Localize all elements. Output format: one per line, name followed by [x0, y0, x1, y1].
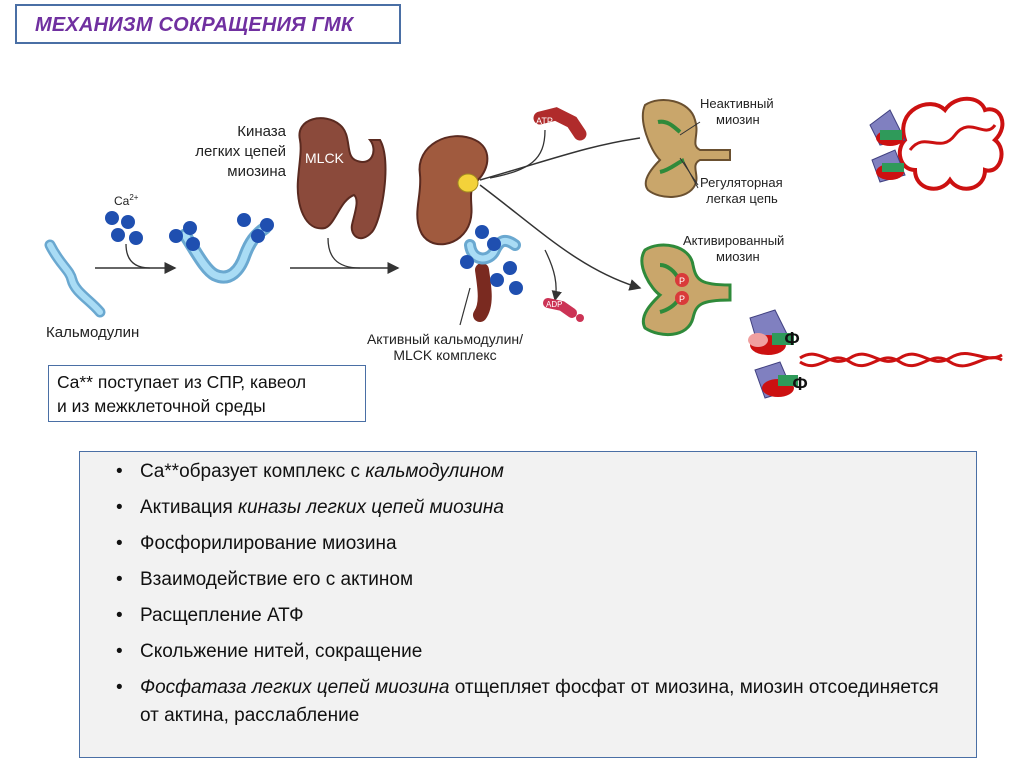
step-text: Расщепление АТФ	[140, 605, 304, 626]
page-title: МЕХАНИЗМ СОКРАЩЕНИЯ ГМК	[35, 14, 354, 36]
coiled-myosin-filament	[869, 96, 1005, 191]
step-text: Взаимодействие его с актином	[140, 569, 414, 590]
atp-arrow	[489, 129, 546, 179]
mechanism-step: Активация киназы легких цепей миозина	[112, 494, 958, 522]
step-text: Фосфорилирование миозина	[140, 533, 397, 554]
calcium-source-box: Ca** поступает из СПР, кавеол и из межкл…	[48, 365, 366, 422]
mechanism-step: Расщепление АТФ	[112, 602, 958, 630]
calmodulin-free	[44, 239, 106, 318]
step-italic-text: Фосфатаза легких цепей миозина	[140, 677, 450, 698]
atp-molecule	[533, 107, 587, 141]
inactive-label-1: Неактивный	[700, 96, 774, 111]
p-label-2: P	[679, 294, 685, 304]
step-text: Скольжение нитей, сокращение	[140, 641, 423, 662]
regulatory-label-2: легкая цепь	[706, 191, 778, 206]
activated-myosin	[640, 243, 732, 337]
mechanism-step: Ca**образует комплекс с кальмодулином	[112, 458, 958, 486]
mechanism-steps-list: Ca**образует комплекс с кальмодулиномАкт…	[112, 458, 958, 730]
activated-label-2: миозин	[716, 249, 760, 264]
adp-label: ADP	[546, 300, 562, 309]
calcium-ions	[105, 211, 143, 245]
arrow-to-inactive	[479, 137, 641, 181]
p-label-1: P	[679, 276, 685, 286]
kinase-label-2: легких цепей	[195, 143, 286, 160]
phi-label-2: Ф	[792, 374, 807, 394]
kinase-label-1: Киназа	[237, 123, 286, 140]
phi-label-1: Ф	[784, 329, 799, 349]
inactive-myosin	[641, 99, 731, 198]
mechanism-step: Скольжение нитей, сокращение	[112, 638, 958, 666]
complex-pointer	[459, 287, 471, 326]
step-text: Активация	[140, 497, 239, 518]
arrow-1-curve	[125, 243, 151, 269]
kinase-label-3: миозина	[227, 163, 286, 180]
step-italic-text: киназы легких цепей миозина	[238, 497, 504, 518]
ca-label: Ca2+	[114, 193, 139, 208]
adp-arrow	[544, 249, 562, 302]
step-italic-text: кальмодулином	[365, 461, 504, 482]
calmodulin-bound	[169, 213, 274, 284]
step-text-after: отщепляет фосфат от миозина, миозин отсо…	[140, 677, 939, 726]
adp-molecule	[543, 298, 584, 322]
active-complex	[416, 135, 523, 322]
calmodulin-label: Кальмодулин	[46, 324, 139, 341]
step-text: Ca**образует комплекс с	[140, 461, 366, 482]
complex-label-1: Активный кальмодулин/	[367, 331, 523, 347]
title-box: МЕХАНИЗМ СОКРАЩЕНИЯ ГМК	[15, 4, 401, 44]
mlck-label: MLCK	[305, 150, 345, 166]
mechanism-steps-box: Ca**образует комплекс с кальмодулиномАкт…	[79, 451, 977, 758]
complex-label-2: MLCK комплекс	[393, 347, 496, 363]
atp-label: ATP	[536, 116, 553, 126]
mechanism-step: Взаимодействие его с актином	[112, 566, 958, 594]
mlck-enzyme	[296, 117, 387, 240]
inactive-label-2: миозин	[716, 112, 760, 127]
activated-label-1: Активированный	[683, 233, 784, 248]
inactive-pointer	[679, 121, 701, 136]
calcium-source-line-1: Ca** поступает из СПР, кавеол	[57, 372, 307, 392]
calcium-source-line-2: и из межклеточной среды	[57, 396, 266, 416]
arrow-2-curve	[327, 237, 361, 269]
phosphorylated-myosin-filament	[748, 309, 1003, 399]
arrow-to-activated	[479, 184, 642, 291]
regulatory-pointer-2	[683, 161, 699, 189]
regulatory-label-1: Регуляторная	[700, 175, 783, 190]
mechanism-step: Фосфорилирование миозина	[112, 530, 958, 558]
mechanism-step: Фосфатаза легких цепей миозина отщепляет…	[112, 674, 958, 730]
